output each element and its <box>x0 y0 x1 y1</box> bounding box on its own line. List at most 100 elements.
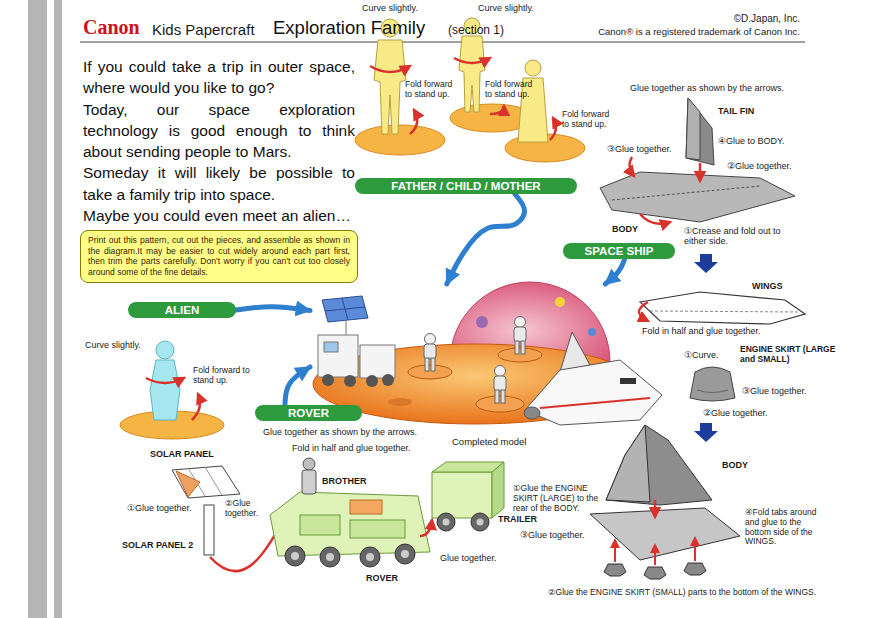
completed-model <box>525 360 662 425</box>
part-name: SOLAR PANEL <box>150 449 214 459</box>
spaceship-steps <box>629 157 634 176</box>
spaceship-steps <box>654 545 656 565</box>
completed-model <box>524 407 540 419</box>
completed-model <box>322 296 368 322</box>
family-figures <box>370 66 410 72</box>
instruction-note: ②Glue the ENGINE SKIRT (SMALL) parts to … <box>548 588 816 598</box>
header-text: (section 1) <box>448 24 504 38</box>
completed-model <box>344 375 356 387</box>
completed-model <box>388 398 412 406</box>
rover-parts <box>326 553 334 561</box>
completed-model <box>620 378 636 384</box>
instruction-note: Fold in half and glue together. <box>292 443 411 453</box>
rover-parts <box>350 520 405 538</box>
band-label: ROVER <box>288 406 329 420</box>
spaceship-steps <box>606 425 712 505</box>
rover-parts <box>204 505 214 555</box>
family-figures <box>490 106 504 114</box>
rover-parts <box>172 458 504 571</box>
rover-parts <box>477 519 484 526</box>
rover-parts <box>432 472 492 518</box>
instruction-note: ③Glue together. <box>520 530 585 540</box>
section-band: ALIEN <box>128 302 236 318</box>
part-name: ENGINE SKIRT (LARGE and SMALL) <box>740 345 836 365</box>
completed-model <box>313 282 662 425</box>
figure-caption: Completed model <box>450 436 528 447</box>
side-bar <box>28 0 62 618</box>
instruction-note: ③Glue together. <box>607 144 672 154</box>
instruction-note: Curve slightly. <box>85 340 141 350</box>
flow-arrow <box>605 259 624 284</box>
completed-model <box>555 297 565 307</box>
instruction-note: Fold forward to stand up. <box>405 80 461 100</box>
instruction-note: Fold forward to stand up. <box>562 110 618 130</box>
part-name: BROTHER <box>322 476 367 486</box>
rover-parts <box>492 462 504 518</box>
side-bar <box>28 0 47 618</box>
family-figures <box>410 110 417 134</box>
spaceship-steps <box>694 254 718 273</box>
completed-model <box>424 334 436 372</box>
header-text: ©D.Japan, Inc. <box>734 13 800 25</box>
rover-parts <box>350 500 382 514</box>
flow-arrow <box>447 194 525 284</box>
rover-parts <box>210 522 282 571</box>
instruction-note: ①Curve. <box>684 350 719 360</box>
rover-parts <box>176 471 200 497</box>
intro-paragraph: Someday it will likely be possible to ta… <box>83 162 355 205</box>
rover-parts <box>443 519 450 526</box>
page-title: Exploration Family <box>273 17 425 38</box>
instruction-note: ①Glue the ENGINE SKIRT (LARGE) to the re… <box>513 484 599 513</box>
spaceship-steps <box>640 292 805 324</box>
spaceship-steps <box>604 564 626 576</box>
completed-model <box>324 342 338 352</box>
header-text: Kids Papercraft <box>152 21 255 38</box>
spaceship-steps <box>686 98 714 165</box>
spaceship-steps <box>590 508 740 560</box>
rover-parts <box>291 552 299 560</box>
part-name: BODY <box>612 224 638 234</box>
spaceship-steps <box>600 172 795 222</box>
spaceship-steps <box>644 567 666 579</box>
spaceship-steps <box>684 563 706 575</box>
family-figures <box>550 118 556 140</box>
family-figures <box>374 40 406 134</box>
spaceship-steps <box>697 390 728 393</box>
completed-model <box>346 321 347 335</box>
instruction-note: Fold forward to stand up. <box>485 80 541 100</box>
rover-parts <box>360 547 380 567</box>
completed-model <box>476 316 488 328</box>
rover-parts <box>366 553 374 561</box>
completed-model <box>494 366 506 404</box>
part-name: SOLAR PANEL 2 <box>122 540 193 550</box>
alien-figure <box>120 341 224 439</box>
part-name: TAIL FIN <box>718 106 754 116</box>
completed-model <box>325 307 365 311</box>
instruction-note: ③Glue together. <box>742 386 807 396</box>
completed-model: Completed model <box>310 284 670 450</box>
header-text: Canon <box>83 16 140 39</box>
spaceship-steps <box>690 367 735 401</box>
instruction-note: ①Glue together. <box>127 503 192 513</box>
rover-parts <box>471 513 489 531</box>
instruction-note: Glue together as shown by the arrows. <box>263 427 417 437</box>
spaceship-steps <box>650 311 800 312</box>
instruction-note: Fold forward to stand up. <box>193 366 253 386</box>
instruction-note: Glue together as shown by the arrows. <box>630 83 784 93</box>
side-bar <box>54 0 62 618</box>
rover-parts <box>285 546 305 566</box>
intro-paragraph: If you could take a trip in outer space,… <box>83 56 355 99</box>
spaceship-steps <box>654 500 657 517</box>
family-figures <box>454 58 490 63</box>
completed-model <box>498 348 542 362</box>
instruction-note-box: Print out this pattern, cut out the piec… <box>80 230 358 283</box>
rover-parts <box>320 547 340 567</box>
completed-model <box>514 317 526 355</box>
spaceship-steps <box>612 186 760 200</box>
intro-text: If you could take a trip in outer space,… <box>83 56 355 226</box>
section-band: FATHER / CHILD / MOTHER <box>355 178 577 194</box>
section-band: ROVER <box>255 405 362 421</box>
alien-figure <box>146 378 184 383</box>
spaceship-steps <box>590 98 805 579</box>
